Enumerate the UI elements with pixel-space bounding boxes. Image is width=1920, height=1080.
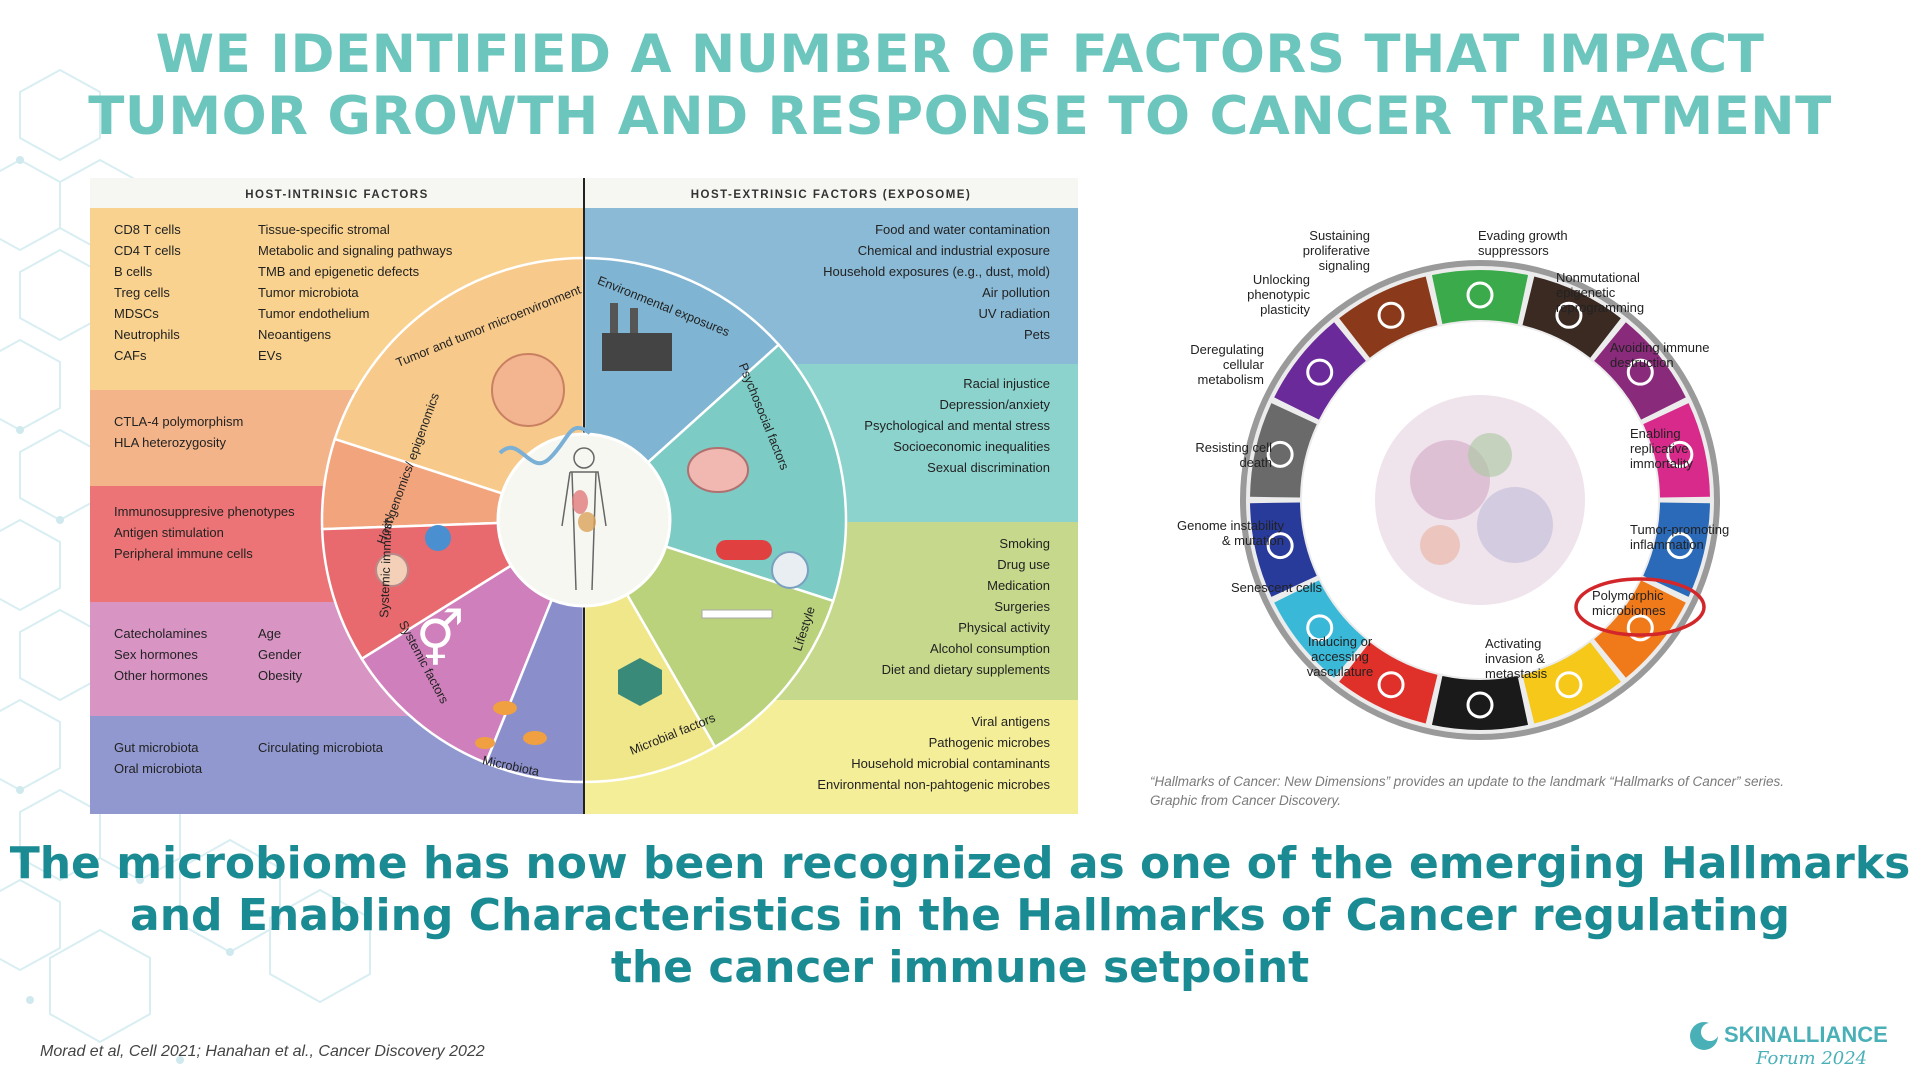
hallmark-label-11: Genome instability& mutation bbox=[1177, 518, 1284, 548]
key-message: The microbiome has now been recognized a… bbox=[0, 838, 1920, 994]
extrinsic-item: Food and water contamination bbox=[875, 222, 1050, 237]
intrinsic-item: Sex hormones bbox=[114, 647, 198, 662]
skinalliance-logo: SKINALLIANCE Forum 2024 bbox=[1686, 1016, 1896, 1072]
intrinsic-item: Treg cells bbox=[114, 285, 170, 300]
extrinsic-item: Pets bbox=[1024, 327, 1051, 342]
intrinsic-item: Other hormones bbox=[114, 668, 208, 683]
extrinsic-item: Environmental non-pahtogenic microbes bbox=[817, 777, 1050, 792]
hallmark-label-3: Nonmutationalepigeneticreprogramming bbox=[1556, 270, 1644, 315]
references: Morad et al, Cell 2021; Hanahan et al., … bbox=[40, 1043, 485, 1061]
extrinsic-item: Smoking bbox=[999, 536, 1050, 551]
extrinsic-item: Drug use bbox=[997, 557, 1050, 572]
intrinsic-item: CTLA-4 polymorphism bbox=[114, 414, 243, 429]
extrinsic-item: UV radiation bbox=[978, 306, 1050, 321]
extrinsic-item: Alcohol consumption bbox=[930, 641, 1050, 656]
intrinsic-item: Tumor endothelium bbox=[258, 306, 370, 321]
key-message-line-2: and Enabling Characteristics in the Hall… bbox=[0, 890, 1920, 942]
intrinsic-item: Immunosuppresive phenotypes bbox=[114, 504, 295, 519]
intrinsic-item: Gut microbiota bbox=[114, 740, 199, 755]
intrinsic-item: Oral microbiota bbox=[114, 761, 203, 776]
brain-icon bbox=[688, 448, 748, 492]
extrinsic-item: Household microbial contaminants bbox=[851, 756, 1050, 771]
extrinsic-item: Surgeries bbox=[994, 599, 1050, 614]
intrinsic-item: TMB and epigenetic defects bbox=[258, 264, 420, 279]
intrinsic-item: Tissue-specific stromal bbox=[258, 222, 390, 237]
tablet-icon bbox=[772, 552, 808, 588]
intrinsic-item: Gender bbox=[258, 647, 302, 662]
intrinsic-item: Antigen stimulation bbox=[114, 525, 224, 540]
microbe-icon-1 bbox=[493, 701, 517, 715]
title-line-2: TUMOR GROWTH AND RESPONSE TO CANCER TREA… bbox=[0, 86, 1920, 148]
cigarette-icon bbox=[702, 610, 772, 618]
intrinsic-item: CD8 T cells bbox=[114, 222, 181, 237]
intrinsic-item: Neoantigens bbox=[258, 327, 331, 342]
intrinsic-item: Catecholamines bbox=[114, 626, 208, 641]
extrinsic-item: Socioeconomic inequalities bbox=[893, 439, 1050, 454]
hallmark-segment-1 bbox=[1432, 270, 1528, 324]
tumor-icon bbox=[492, 354, 564, 426]
hallmark-label-9: Inducing oraccessingvasculature bbox=[1307, 634, 1373, 679]
extrinsic-header-label: HOST-EXTRINSIC FACTORS (EXPOSOME) bbox=[691, 189, 972, 201]
extrinsic-item: Diet and dietary supplements bbox=[882, 662, 1051, 677]
host-factors-figure: HOST-INTRINSIC FACTORS HOST-EXTRINSIC FAC… bbox=[90, 178, 1078, 814]
extrinsic-item: Chemical and industrial exposure bbox=[858, 243, 1050, 258]
extrinsic-item: Pathogenic microbes bbox=[929, 735, 1051, 750]
intrinsic-item: Obesity bbox=[258, 668, 303, 683]
intrinsic-item: Age bbox=[258, 626, 281, 641]
intrinsic-item: B cells bbox=[114, 264, 153, 279]
logo-sub: Forum 2024 bbox=[1755, 1048, 1867, 1069]
extrinsic-item: Air pollution bbox=[982, 285, 1050, 300]
microbe-icon-3 bbox=[475, 737, 495, 749]
hallmark-segment-8 bbox=[1432, 676, 1528, 730]
intrinsic-item: EVs bbox=[258, 348, 282, 363]
extrinsic-item: Medication bbox=[987, 578, 1050, 593]
immune-cell-blue-icon bbox=[425, 525, 451, 551]
extrinsic-item: Depression/anxiety bbox=[939, 397, 1050, 412]
extrinsic-item: Racial injustice bbox=[963, 376, 1050, 391]
intrinsic-item: CD4 T cells bbox=[114, 243, 181, 258]
intrinsic-item: MDSCs bbox=[114, 306, 159, 321]
slide-title: WE IDENTIFIED A NUMBER OF FACTORS THAT I… bbox=[0, 24, 1920, 148]
intrinsic-item: CAFs bbox=[114, 348, 147, 363]
factory-icon bbox=[602, 333, 672, 371]
title-line-1: WE IDENTIFIED A NUMBER OF FACTORS THAT I… bbox=[0, 24, 1920, 86]
intrinsic-item: Tumor microbiota bbox=[258, 285, 359, 300]
key-message-line-3: the cancer immune setpoint bbox=[0, 942, 1920, 994]
intrinsic-item: Peripheral immune cells bbox=[114, 546, 253, 561]
logo-brand: SKINALLIANCE bbox=[1724, 1022, 1888, 1047]
extrinsic-item: Physical activity bbox=[958, 620, 1050, 635]
intrinsic-item: HLA heterozygosity bbox=[114, 435, 227, 450]
intrinsic-item: Circulating microbiota bbox=[258, 740, 384, 755]
intrinsic-item: Neutrophils bbox=[114, 327, 180, 342]
intrinsic-item: Metabolic and signaling pathways bbox=[258, 243, 453, 258]
extrinsic-item: Psychological and mental stress bbox=[864, 418, 1050, 433]
microbe-icon-2 bbox=[523, 731, 547, 745]
extrinsic-item: Viral antigens bbox=[971, 714, 1050, 729]
extrinsic-item: Household exposures (e.g., dust, mold) bbox=[823, 264, 1050, 279]
pill-icon bbox=[716, 540, 772, 560]
key-message-line-1: The microbiome has now been recognized a… bbox=[0, 838, 1920, 890]
extrinsic-item: Sexual discrimination bbox=[927, 460, 1050, 475]
intrinsic-header-label: HOST-INTRINSIC FACTORS bbox=[245, 189, 429, 201]
hallmark-label-10: Senescent cells bbox=[1231, 580, 1323, 595]
hallmarks-caption: “Hallmarks of Cancer: New Dimensions” pr… bbox=[1150, 772, 1790, 810]
